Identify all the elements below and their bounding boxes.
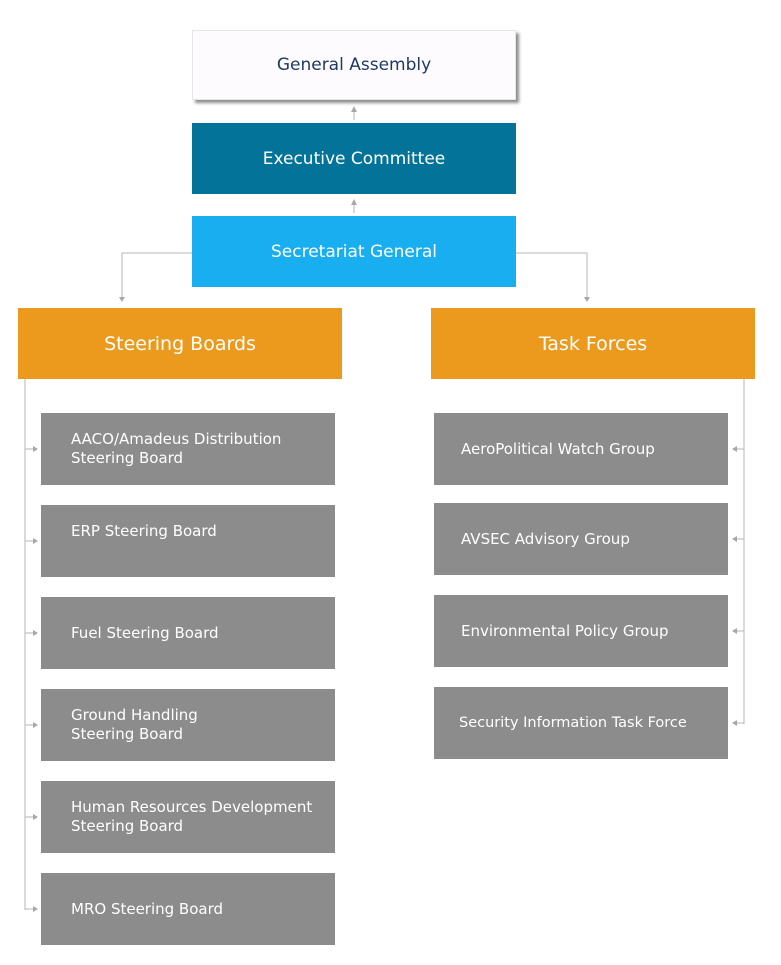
item-line1: AACO/Amadeus Distribution — [71, 430, 282, 448]
item-line2: Steering Board — [71, 817, 184, 835]
steering-boards-header: Steering Boards — [18, 308, 342, 379]
item-line1: Human Resources Development — [71, 798, 313, 816]
task-forces-title: Task Forces — [538, 332, 648, 355]
task-forces-header: Task Forces — [431, 308, 755, 379]
general-assembly-box: General Assembly — [192, 30, 516, 100]
item-label: AVSEC Advisory Group — [461, 529, 630, 548]
item-line2: Steering Board — [71, 725, 184, 743]
task-force-item: Environmental Policy Group — [434, 595, 728, 667]
steering-boards-title: Steering Boards — [104, 332, 256, 355]
task-force-item: AVSEC Advisory Group — [434, 503, 728, 575]
item-line1: Ground Handling — [71, 706, 198, 724]
secretariat-general-box: Secretariat General — [192, 216, 516, 287]
general-assembly-label: General Assembly — [276, 55, 432, 75]
steering-board-item: ERP Steering Board — [41, 505, 335, 577]
executive-committee-box: Executive Committee — [192, 123, 516, 194]
item-label: Environmental Policy Group — [461, 621, 669, 640]
steering-board-item: MRO Steering Board — [41, 873, 335, 945]
task-force-item: Security Information Task Force — [434, 687, 728, 759]
item-label: AeroPolitical Watch Group — [461, 439, 655, 458]
item-line1: Fuel Steering Board — [71, 623, 219, 642]
item-line1: ERP Steering Board — [71, 522, 217, 540]
steering-board-item: Fuel Steering Board — [41, 597, 335, 669]
item-label: Security Information Task Force — [459, 714, 687, 731]
item-line1: MRO Steering Board — [71, 899, 224, 918]
task-force-item: AeroPolitical Watch Group — [434, 413, 728, 485]
item-line2: Steering Board — [71, 449, 184, 467]
secretariat-general-label: Secretariat General — [271, 241, 437, 262]
executive-committee-label: Executive Committee — [262, 148, 446, 169]
